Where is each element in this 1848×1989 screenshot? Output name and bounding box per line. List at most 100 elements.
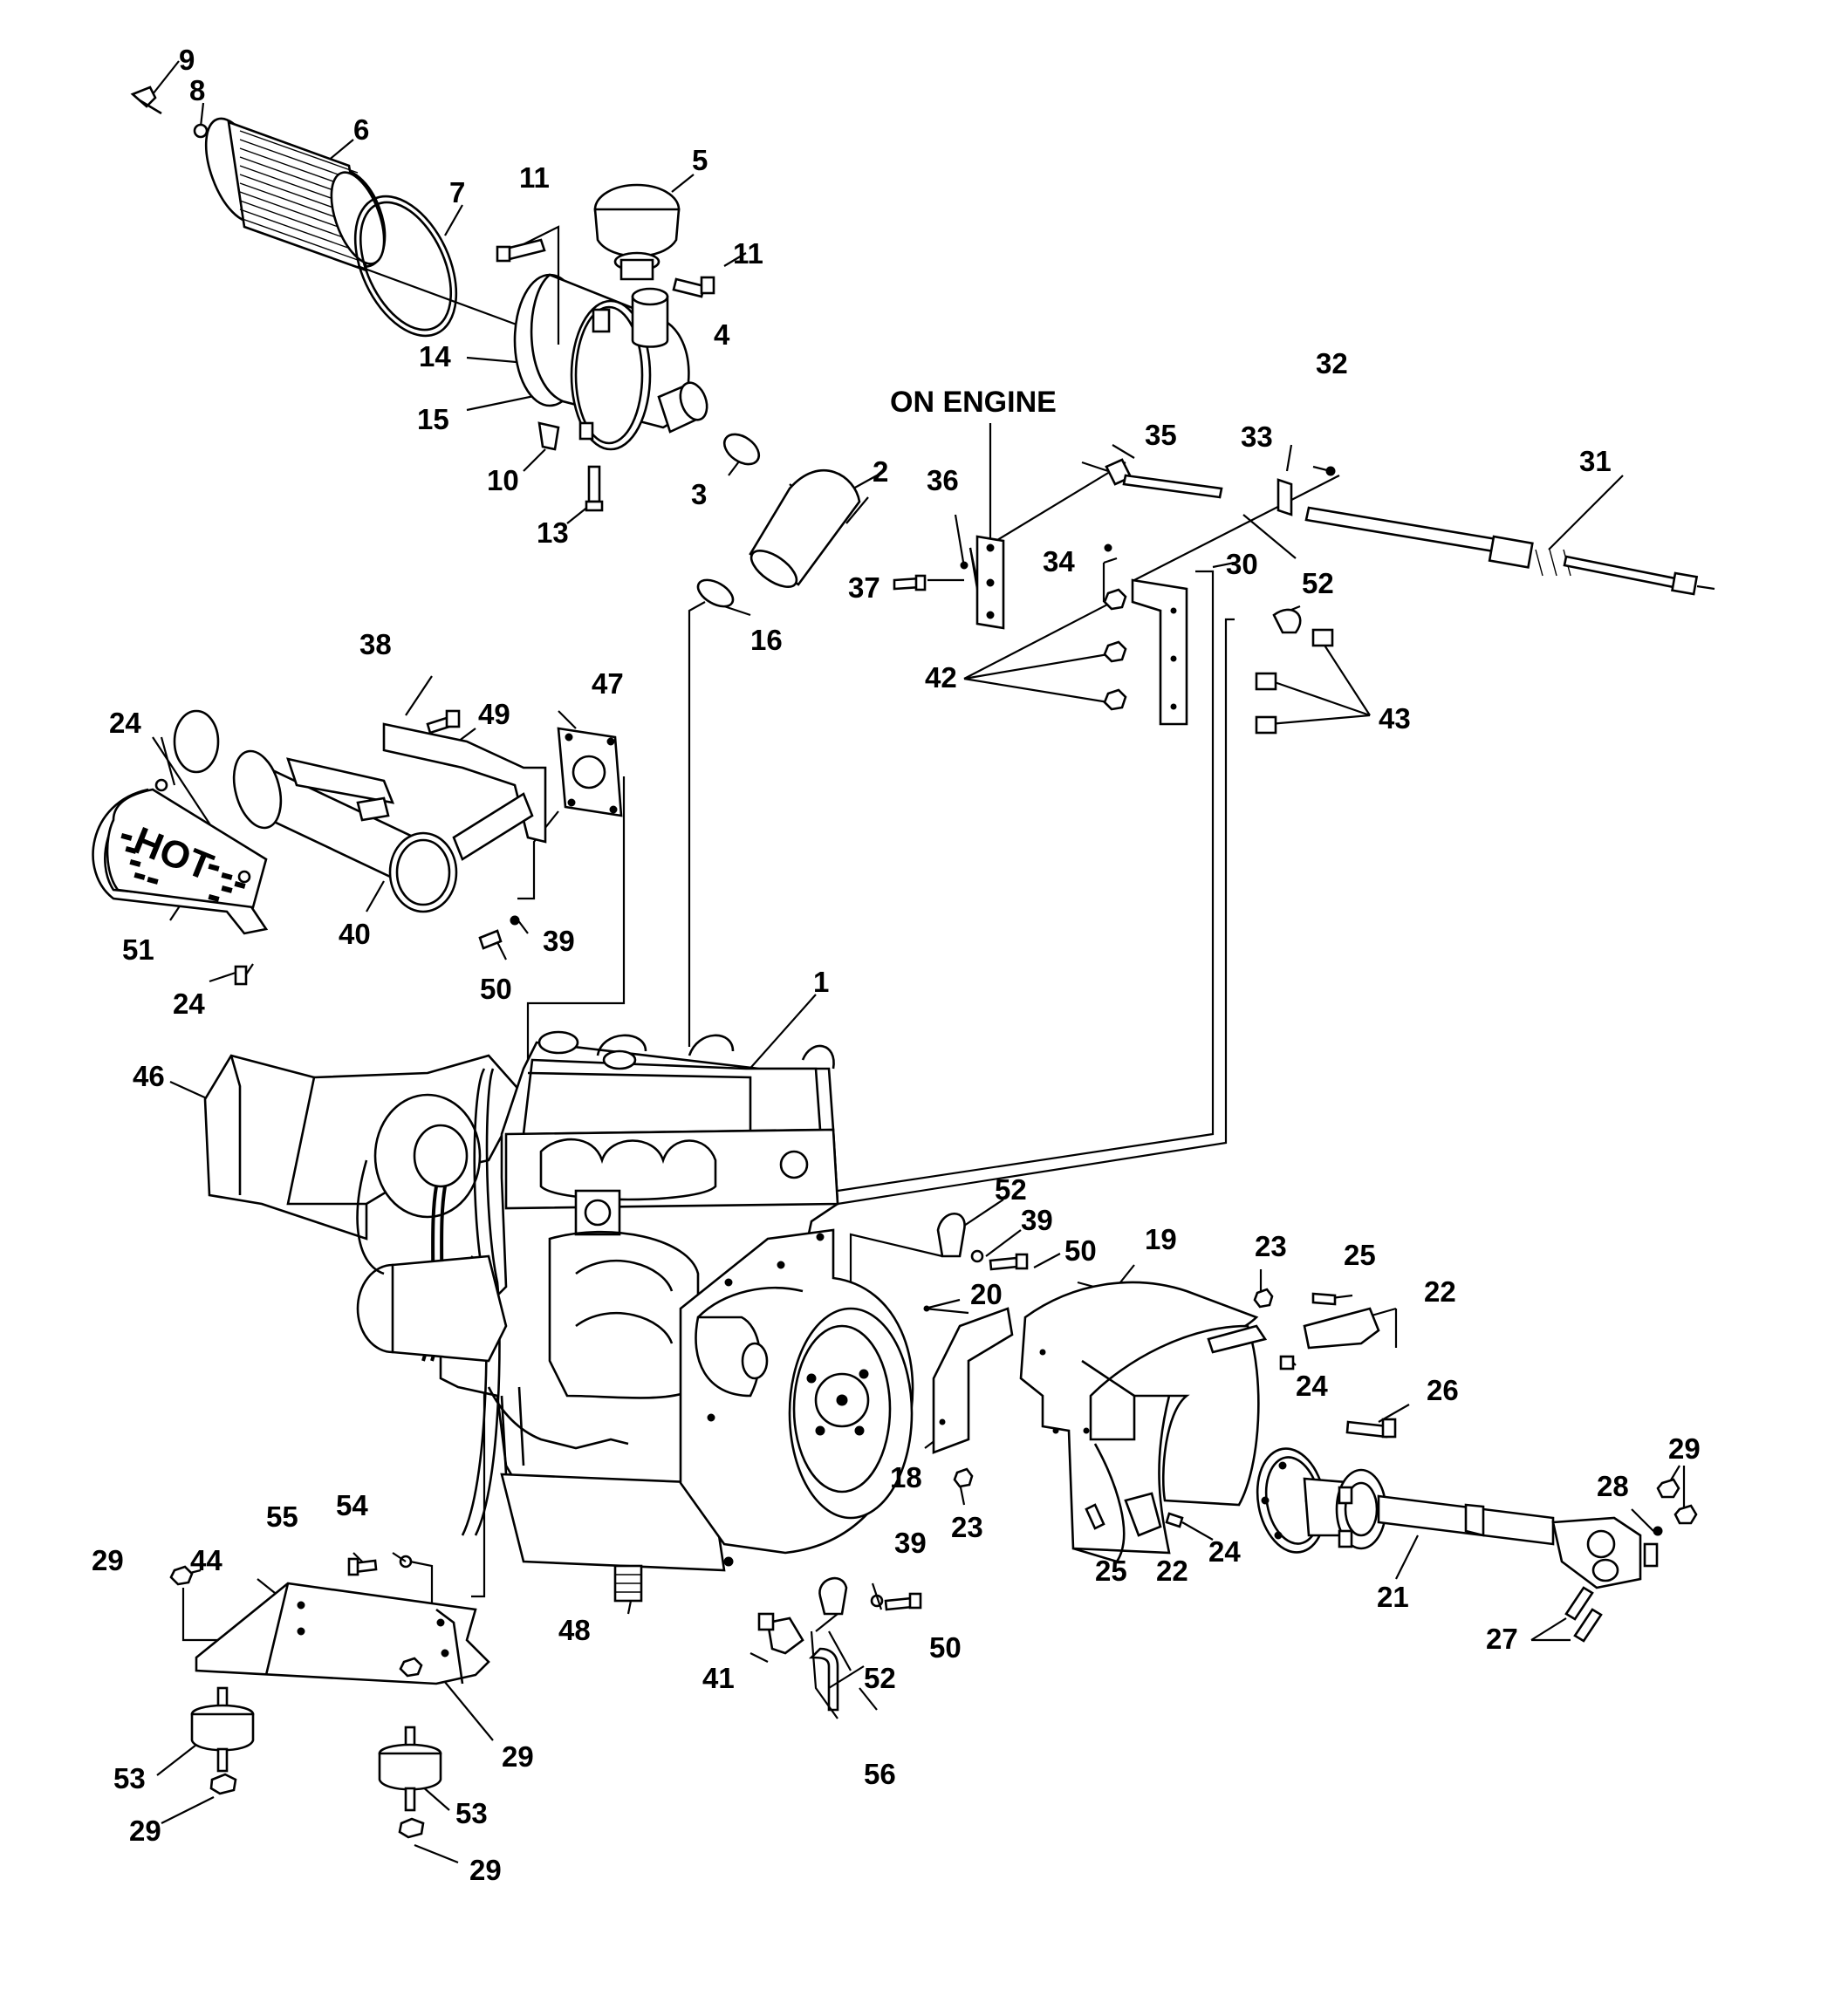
callout-label: 33 (1241, 420, 1273, 453)
muffler-part-40 (173, 709, 534, 913)
callout-label: 41 (702, 1662, 735, 1694)
engine-mount-assembly (169, 1555, 922, 1839)
callout-label: 39 (894, 1527, 927, 1559)
callout-label: 4 (714, 318, 730, 351)
callout-label: 52 (864, 1662, 896, 1694)
nut-part-23-a (1253, 1288, 1274, 1309)
isolator-part-53-a (190, 1686, 255, 1795)
callout-label: 34 (1043, 545, 1075, 578)
callout-label: 48 (558, 1614, 591, 1646)
throttle-cable-part-31 (1304, 506, 1715, 596)
callout-label: 55 (266, 1500, 298, 1533)
callout-label: 29 (92, 1544, 124, 1576)
bracket-part-22-b (1124, 1492, 1162, 1537)
callout-label: 54 (336, 1489, 368, 1521)
bolt-part-43-a (1311, 628, 1334, 647)
air-filter-assembly (130, 85, 861, 608)
callout-label: 20 (970, 1278, 1003, 1310)
callout-label: 24 (173, 988, 205, 1020)
nut-part-29-d (399, 1657, 423, 1678)
callout-label: 39 (543, 925, 575, 957)
washer-part-8 (193, 123, 209, 139)
callout-label: 40 (339, 918, 371, 950)
bolt-part-27-a (1564, 1586, 1594, 1621)
callout-label: 42 (925, 661, 957, 694)
callout-label: 24 (1296, 1370, 1328, 1402)
callout-label: 29 (469, 1854, 502, 1886)
callout-label: 53 (455, 1797, 488, 1829)
isolator-part-53-b (378, 1726, 442, 1839)
nut-part-42-c (1103, 688, 1127, 711)
callout-label: 43 (1379, 702, 1411, 735)
screw-part-24-b (237, 870, 251, 884)
callout-label: 50 (480, 973, 512, 1005)
callout-label: 32 (1316, 347, 1348, 379)
washer-part-39-c (870, 1594, 884, 1608)
heat-shield-part-51: HOT (92, 788, 269, 935)
callout-label: 53 (113, 1762, 146, 1794)
callout-label: 50 (1064, 1234, 1097, 1267)
callout-label: 1 (813, 966, 829, 998)
nut-part-42-a (1103, 588, 1127, 611)
nut-part-29-c (169, 1565, 194, 1586)
nut-part-29-b (1673, 1504, 1698, 1525)
filter-housing-part-4 (513, 273, 708, 451)
callout-label: 10 (487, 464, 519, 496)
callout-label: 36 (927, 464, 959, 496)
muffler-bracket-part-49 (382, 722, 547, 844)
callout-label: 30 (1226, 548, 1258, 580)
callout-label: 23 (951, 1511, 983, 1543)
screw-part-24-d (1279, 1355, 1295, 1370)
bolt-part-13 (585, 465, 604, 512)
bolt-part-50-a (478, 929, 503, 950)
pin-part-34 (1104, 543, 1112, 552)
callout-label: 31 (1579, 445, 1612, 477)
callout-label: 7 (449, 176, 465, 208)
mount-bracket-part-44 (195, 1582, 490, 1685)
callout-label: 51 (122, 933, 154, 966)
washer-part-28 (1653, 1526, 1663, 1536)
clamp-part-52-c (818, 1576, 848, 1616)
callout-label: 16 (750, 624, 783, 656)
callout-label: 21 (1377, 1581, 1409, 1613)
on-engine-heading: ON ENGINE (890, 386, 1057, 419)
callout-label: 47 (592, 667, 624, 700)
callout-label: 38 (359, 628, 392, 660)
callout-label: 52 (1302, 567, 1334, 599)
callout-label: 29 (129, 1815, 161, 1847)
callout-label: 29 (1668, 1432, 1701, 1465)
callout-label: 25 (1095, 1555, 1127, 1587)
callout-label: 15 (417, 403, 449, 435)
bracket-part-22-a (1303, 1307, 1380, 1350)
callout-label: 19 (1145, 1223, 1177, 1255)
bolt-part-11-a (496, 238, 546, 263)
callout-label: 56 (864, 1758, 896, 1790)
bolt-part-25-b (1085, 1503, 1105, 1530)
callout-label: 27 (1486, 1623, 1518, 1655)
bolt-part-50-b (989, 1256, 1019, 1271)
bolt-part-11-b (672, 276, 715, 298)
clip-part-33 (1276, 478, 1293, 516)
callout-label: 11 (519, 161, 550, 194)
driveshaft-part-21 (1256, 1447, 1659, 1589)
leader-lines (152, 60, 1686, 1864)
bolt-part-43-c (1255, 715, 1277, 735)
callout-label: 35 (1145, 419, 1177, 451)
screw-part-24-e (1165, 1512, 1184, 1528)
washer-part-39-a (510, 915, 520, 926)
callout-label: 22 (1424, 1275, 1456, 1308)
callout-label: 14 (419, 340, 451, 373)
callout-label: 13 (537, 516, 569, 549)
clamp-part-52-b (936, 1213, 966, 1258)
washer-part-54 (399, 1555, 413, 1569)
screw-part-32 (1325, 466, 1336, 476)
nut-part-42-b (1103, 640, 1127, 663)
callout-label: 22 (1156, 1555, 1188, 1587)
throttle-bracket-assembly (893, 458, 1715, 735)
callout-label: 24 (1208, 1535, 1241, 1568)
callout-numbers: 9 8 6 7 11 5 11 4 14 15 10 13 3 2 16 1 4… (92, 44, 1701, 1886)
bolt-part-26 (1345, 1420, 1389, 1439)
callout-label: 49 (478, 698, 510, 730)
callout-label: 24 (109, 707, 141, 739)
gasket-part-7 (353, 195, 458, 338)
